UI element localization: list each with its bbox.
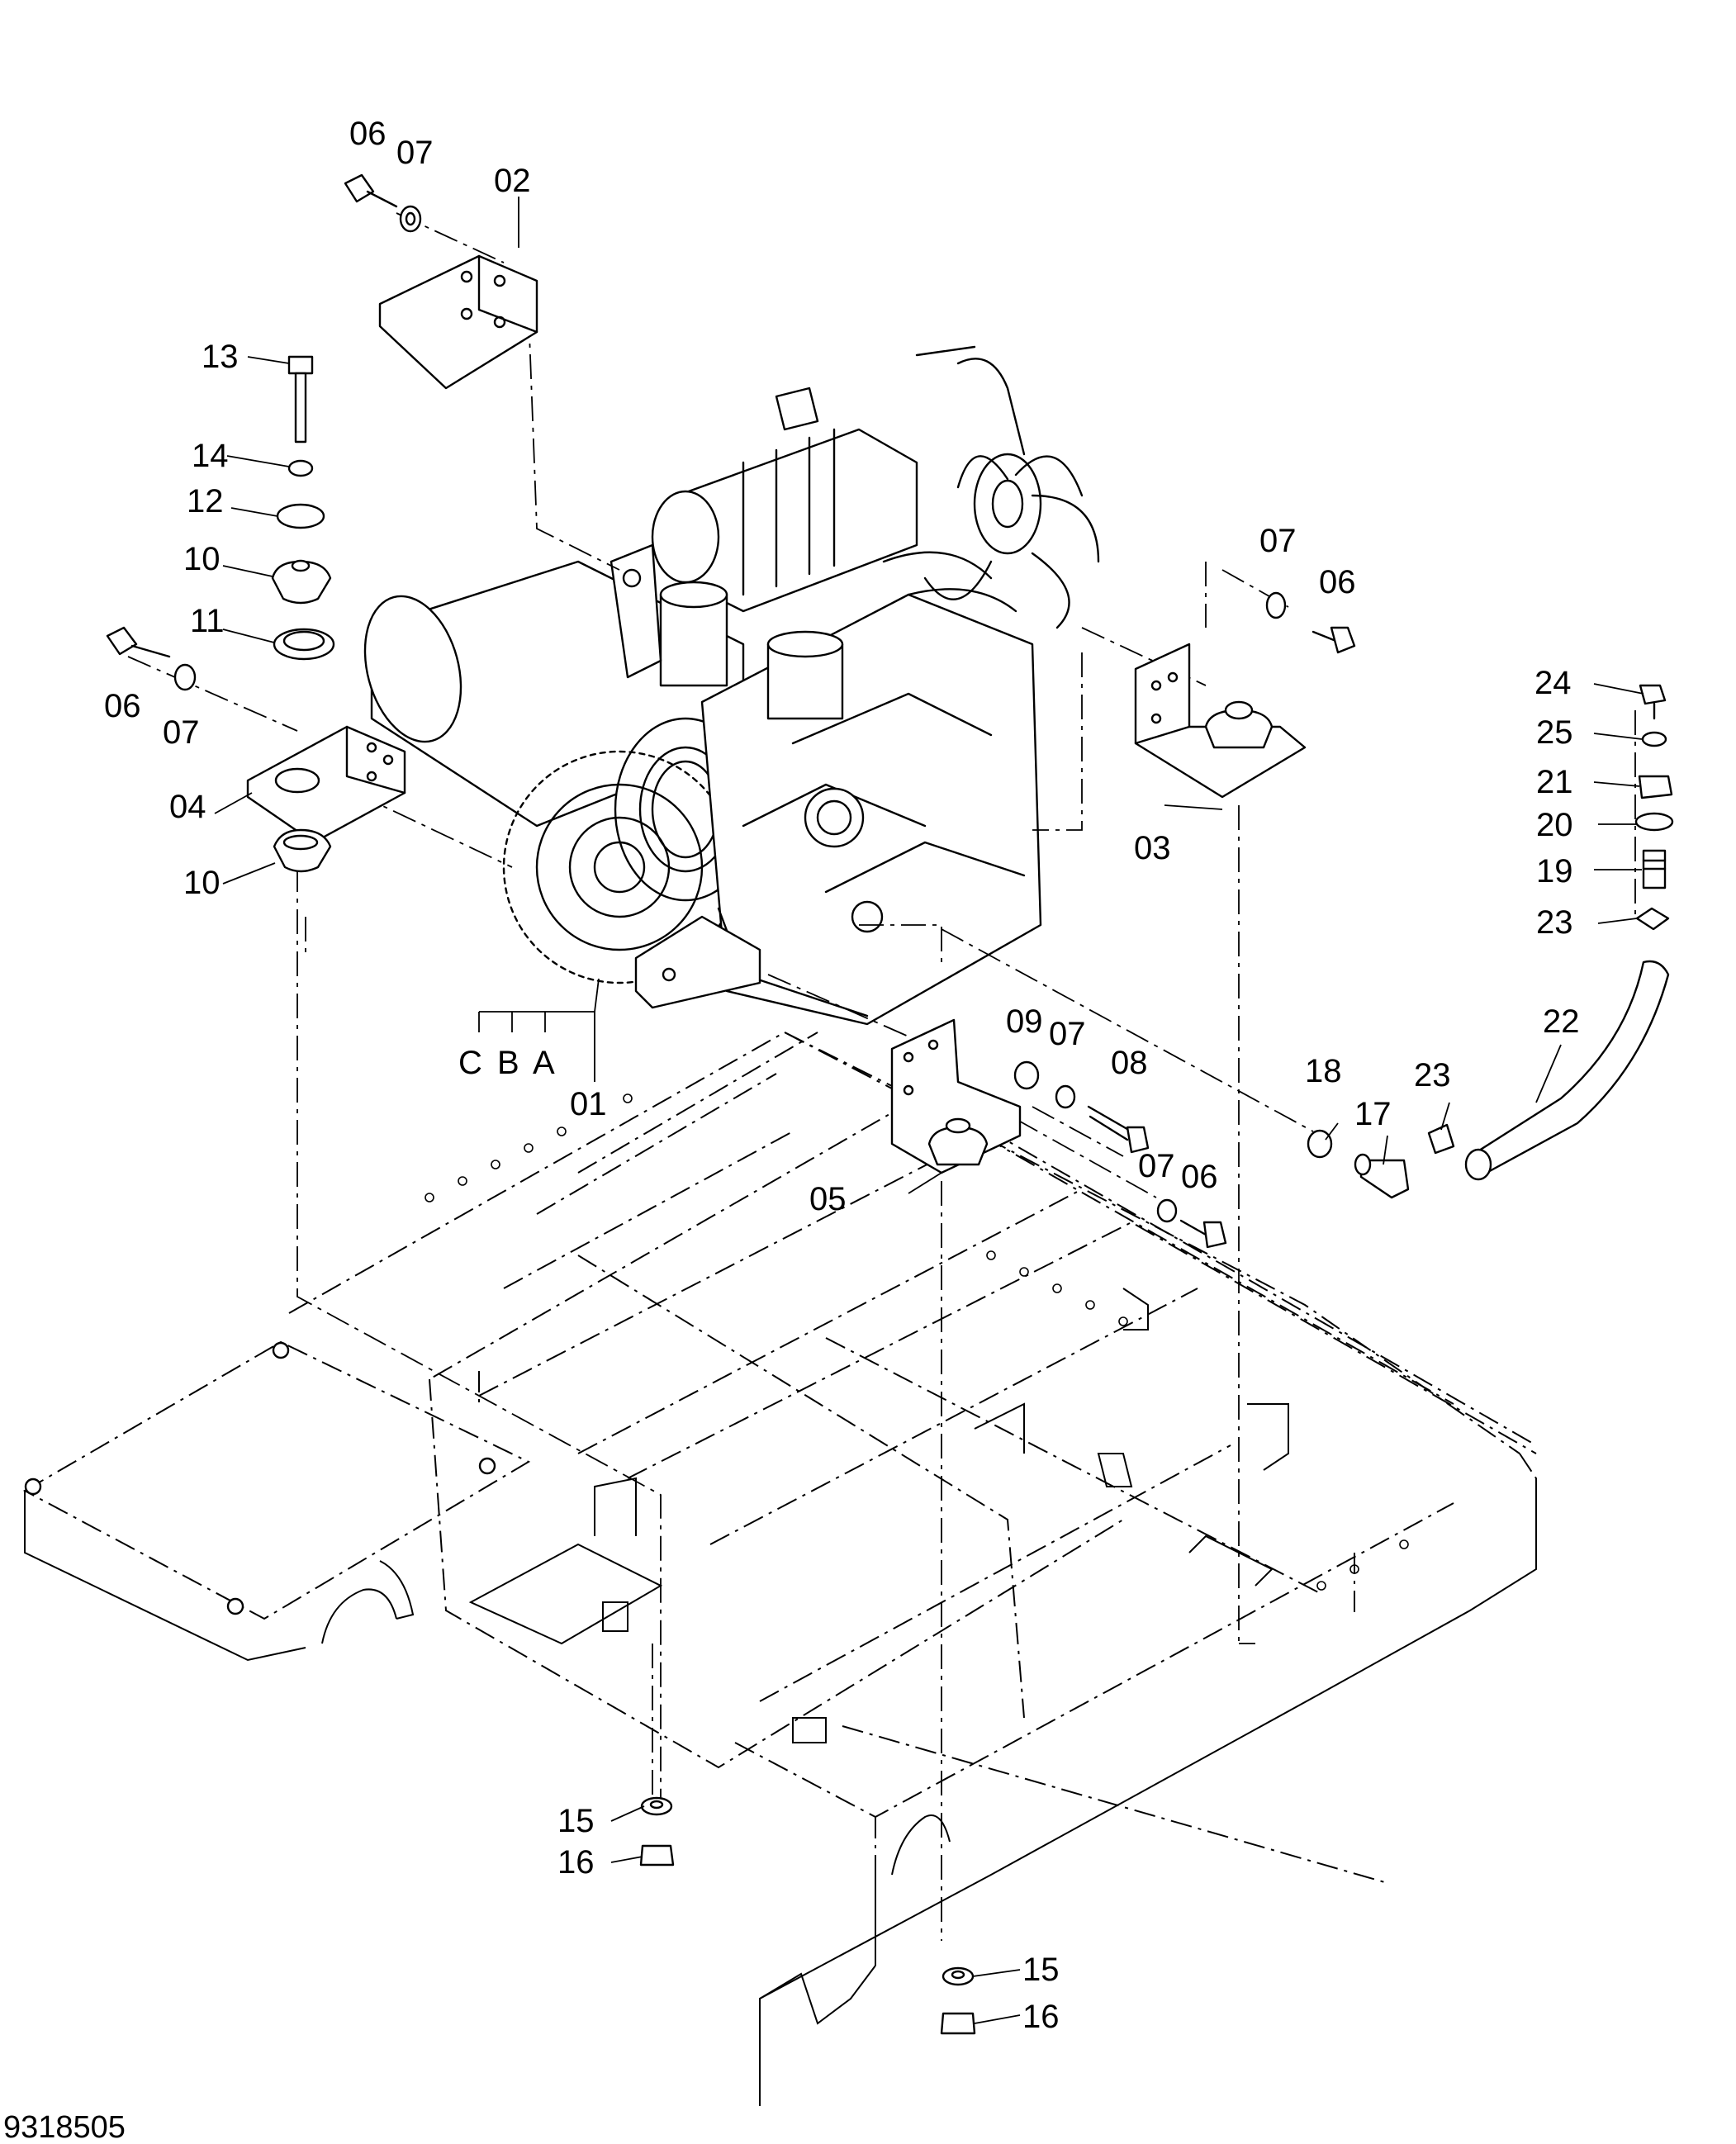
callout-12: 12 [187, 483, 224, 519]
bolt-08 [1087, 1105, 1150, 1154]
mount-10-lower [273, 828, 332, 873]
callout-10: 10 [183, 541, 221, 577]
bolt-06-top [344, 173, 398, 208]
bracket-03 [1134, 643, 1307, 799]
washer-09 [1013, 1060, 1040, 1090]
callout-08: 08 [1111, 1045, 1148, 1081]
callout-17: 17 [1354, 1096, 1392, 1132]
bracket-05 [890, 1018, 1022, 1174]
callout-25: 25 [1536, 714, 1573, 751]
washer-14 [287, 459, 314, 477]
callout-03: 03 [1134, 830, 1171, 866]
callout-07: 07 [396, 135, 434, 171]
callout-11: 11 [190, 603, 225, 639]
callout-24: 24 [1534, 665, 1572, 701]
callout-09: 09 [1006, 1003, 1043, 1040]
figure-number: 9318505 [3, 2110, 126, 2144]
bracket-04 [246, 725, 406, 844]
callout-06: 06 [104, 688, 141, 724]
cooling-fan [915, 345, 1100, 629]
washer-07-top [399, 205, 422, 233]
callout-15: 15 [1022, 1952, 1060, 1988]
callout-19: 19 [1536, 853, 1573, 889]
callout-16: 16 [557, 1844, 595, 1881]
callout-07: 07 [1138, 1148, 1175, 1184]
callout-22: 22 [1543, 1003, 1580, 1040]
bracket-02 [378, 254, 538, 390]
engine-assembly [363, 345, 1100, 1026]
callout-labels: 06 07 02 13 14 12 10 11 06 07 04 10 07 0… [104, 116, 1580, 2035]
callout-10: 10 [183, 865, 221, 901]
fuel-line-fittings [1307, 684, 1674, 1199]
callout-13: 13 [202, 339, 239, 375]
callout-06: 06 [349, 116, 387, 152]
nuts-right [940, 1966, 976, 2035]
callout-05: 05 [809, 1181, 847, 1217]
washer-07-right [1265, 591, 1287, 619]
callout-23: 23 [1414, 1057, 1451, 1093]
callout-07: 07 [1259, 523, 1297, 559]
plate-12 [276, 503, 325, 529]
callout-15: 15 [557, 1803, 595, 1839]
upper-frame [22, 1031, 1537, 2106]
leader-lines [214, 197, 1644, 2024]
callout-01: 01 [570, 1086, 607, 1122]
callout-b: B [497, 1045, 519, 1081]
callout-c: C [458, 1045, 482, 1081]
callout-20: 20 [1536, 807, 1573, 843]
mount-10-upper [271, 559, 332, 605]
callout-06: 06 [1319, 564, 1356, 600]
bolt-06-low [1179, 1219, 1227, 1249]
callout-18: 18 [1305, 1053, 1342, 1089]
callout-06: 06 [1181, 1159, 1218, 1195]
bolt-06-left [106, 626, 171, 658]
callout-14: 14 [192, 438, 229, 474]
bolt-06-right [1311, 626, 1356, 654]
callout-07: 07 [163, 714, 200, 751]
nuts-left [639, 1796, 675, 1867]
callout-a: A [533, 1045, 555, 1081]
washer-07-low [1156, 1198, 1178, 1223]
callout-02: 02 [494, 163, 531, 199]
bolt-13 [287, 355, 314, 444]
washer-07-left [173, 663, 197, 691]
callout-23: 23 [1536, 904, 1573, 941]
callout-04: 04 [169, 789, 206, 825]
callout-07: 07 [1049, 1016, 1086, 1052]
ring-11 [273, 628, 335, 661]
callout-16: 16 [1022, 1999, 1060, 2035]
washer-07-mid [1055, 1084, 1076, 1109]
callout-21: 21 [1536, 764, 1573, 800]
